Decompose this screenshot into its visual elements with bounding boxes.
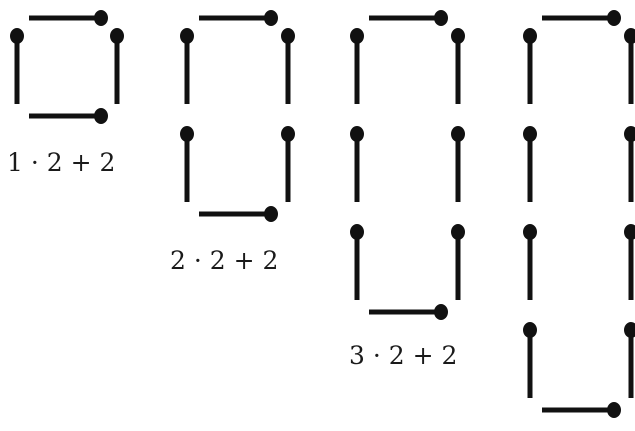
- match-top: [542, 10, 621, 26]
- match-left-4: [523, 322, 537, 398]
- match-bottom: [199, 206, 278, 222]
- figure-4: [523, 10, 635, 418]
- match-left-1: [180, 28, 194, 104]
- match-right-3: [624, 224, 635, 300]
- figure-1-label: 1 · 2 + 2: [7, 150, 115, 175]
- figure-2: [180, 10, 295, 222]
- match-right-2: [281, 126, 295, 202]
- match-right-1: [451, 28, 465, 104]
- match-top: [199, 10, 278, 26]
- match-bottom: [29, 108, 108, 124]
- match-left-1: [523, 28, 537, 104]
- match-left-3: [523, 224, 537, 300]
- match-right-2: [451, 126, 465, 202]
- figure-2-label: 2 · 2 + 2: [170, 248, 278, 273]
- match-bottom: [369, 304, 448, 320]
- match-top: [29, 10, 108, 26]
- figure-3-label: 3 · 2 + 2: [349, 343, 457, 368]
- match-right-4: [624, 322, 635, 398]
- figure-1: [10, 10, 124, 124]
- match-right-1: [110, 28, 124, 104]
- match-left-2: [180, 126, 194, 202]
- match-left-1: [350, 28, 364, 104]
- match-right-1: [281, 28, 295, 104]
- match-top: [369, 10, 448, 26]
- match-right-1: [624, 28, 635, 104]
- match-left-1: [10, 28, 24, 104]
- match-left-2: [350, 126, 364, 202]
- match-right-2: [624, 126, 635, 202]
- match-bottom: [542, 402, 621, 418]
- match-left-3: [350, 224, 364, 300]
- match-right-3: [451, 224, 465, 300]
- match-left-2: [523, 126, 537, 202]
- figure-3: [350, 10, 465, 320]
